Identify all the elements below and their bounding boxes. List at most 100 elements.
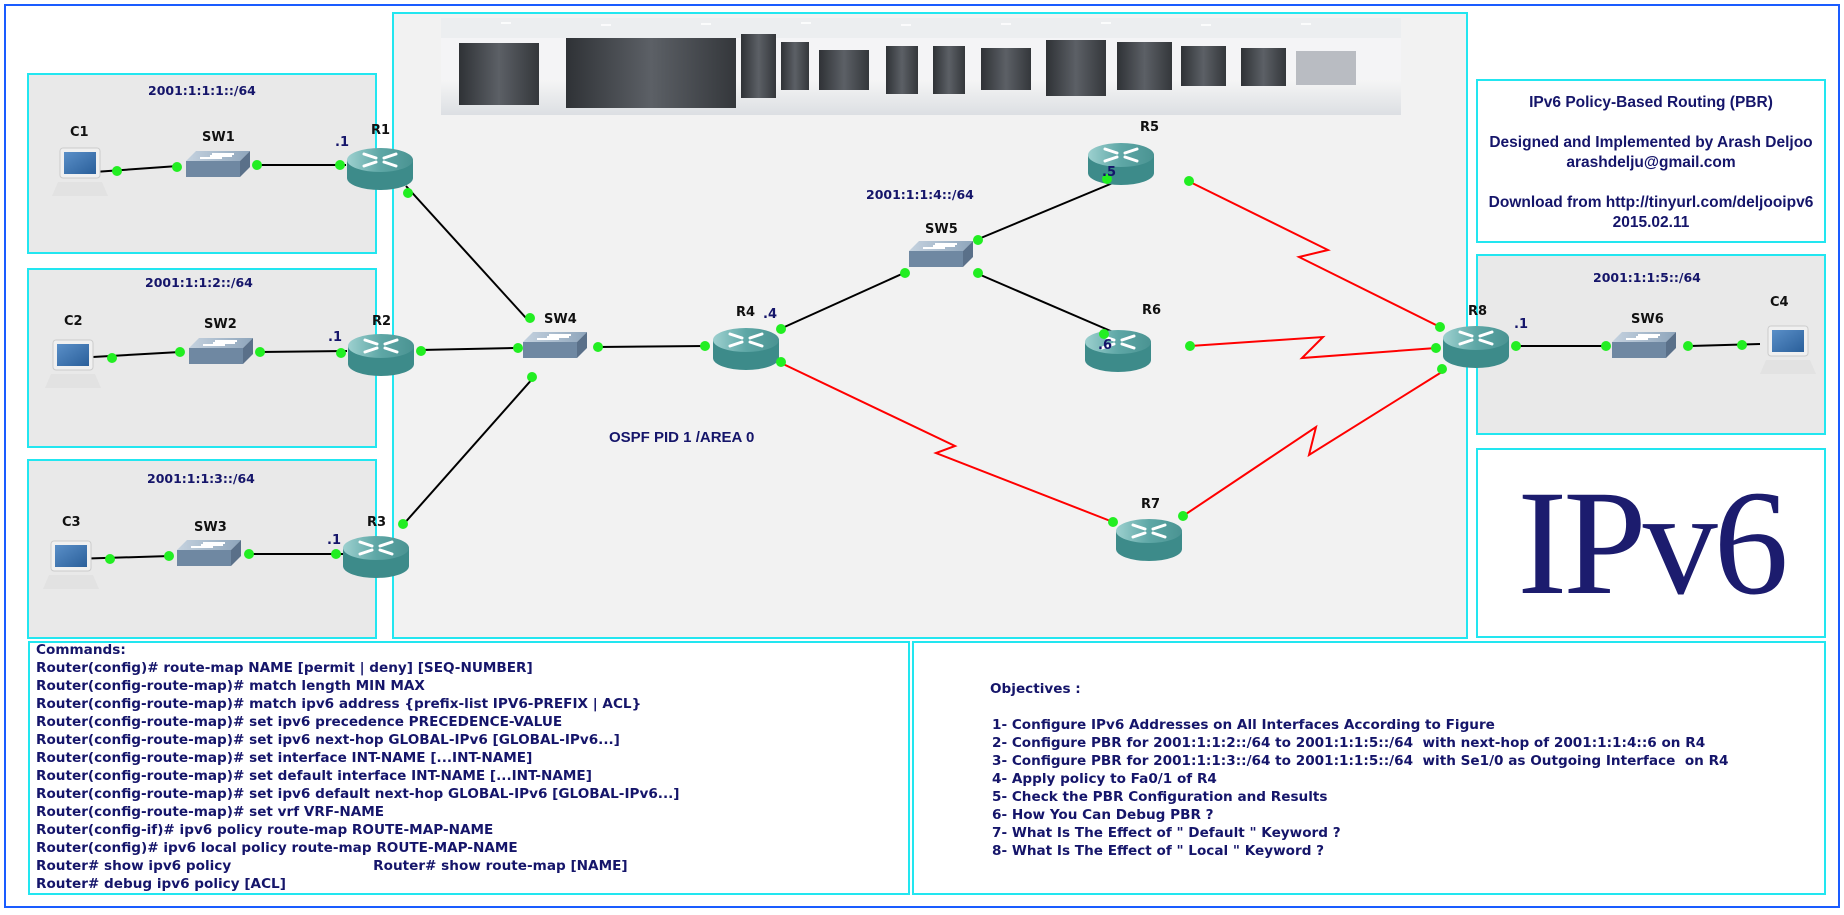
label-sw5: SW5 <box>925 222 958 237</box>
label-sw1: SW1 <box>202 130 235 145</box>
serial-links <box>780 180 1446 523</box>
label-r6: R6 <box>1142 303 1161 318</box>
link-r1-sw4 <box>405 185 527 319</box>
objective-item: 4- Apply policy to Fa0/1 of R4 <box>992 771 1217 787</box>
ethernet-links <box>71 164 1761 560</box>
link-sw6-c4 <box>1689 343 1761 347</box>
serial-r4-r7 <box>780 362 1114 523</box>
core-panel <box>392 12 1468 639</box>
objective-item: 7- What Is The Effect of " Default " Key… <box>992 825 1341 841</box>
addr-r3: .1 <box>327 533 341 548</box>
addr-r5: .5 <box>1102 165 1116 180</box>
router-r7-icon[interactable] <box>1114 517 1184 563</box>
router-r1-icon[interactable] <box>345 146 415 192</box>
link-r3-sw4 <box>401 376 535 527</box>
switch-sw1-icon[interactable] <box>185 150 251 178</box>
serial-r7-r8 <box>1182 369 1446 517</box>
switch-sw2-icon[interactable] <box>188 337 254 365</box>
pc-c4-icon[interactable] <box>1759 325 1817 375</box>
router-r3-icon[interactable] <box>341 534 411 580</box>
objectives-panel-frame <box>912 641 1826 895</box>
author-email: arashdelju@gmail.com <box>1566 154 1736 171</box>
label-r2: R2 <box>372 314 391 329</box>
diagram-frame <box>4 4 1840 908</box>
command-line: Router# debug ipv6 policy [ACL] <box>36 876 286 892</box>
label-r4: R4 <box>736 305 755 320</box>
objectives-list: 1- Configure IPv6 Addresses on All Inter… <box>992 716 1729 860</box>
command-line: Router(config-if)# ipv6 policy route-map… <box>36 822 494 838</box>
command-line: Router(config)# ipv6 local policy route-… <box>36 840 518 856</box>
objective-item: 1- Configure IPv6 Addresses on All Inter… <box>992 717 1495 733</box>
serial-r5-r8 <box>1187 180 1441 328</box>
objective-item: 2- Configure PBR for 2001:1:1:2::/64 to … <box>992 735 1706 751</box>
subnet-label-transit: 2001:1:1:4::/64 <box>866 187 974 202</box>
label-c4: C4 <box>1770 295 1789 310</box>
subnet-label-lan3: 2001:1:1:3::/64 <box>147 471 255 486</box>
addr-r1: .1 <box>335 135 349 150</box>
objective-item: 5- Check the PBR Configuration and Resul… <box>992 789 1328 805</box>
command-line: Router(config-route-map)# match length M… <box>36 678 425 694</box>
commands-heading: Commands: <box>36 642 126 658</box>
label-c1: C1 <box>70 125 89 140</box>
router-r4-icon[interactable] <box>711 326 781 372</box>
router-r6-icon[interactable] <box>1083 328 1153 374</box>
label-sw4: SW4 <box>544 312 577 327</box>
title-panel: IPv6 Policy-Based Routing (PBR) Designed… <box>1476 79 1826 243</box>
objective-item: 8- What Is The Effect of " Local " Keywo… <box>992 843 1325 859</box>
commands-panel-frame <box>28 641 910 895</box>
label-r5: R5 <box>1140 120 1159 135</box>
link-r2-sw4 <box>419 347 515 351</box>
objective-item: 3- Configure PBR for 2001:1:1:3::/64 to … <box>992 753 1729 769</box>
command-line: Router# show ipv6 policy Router# show ro… <box>36 858 628 874</box>
ospf-area-label: OSPF PID 1 /AREA 0 <box>609 429 754 446</box>
command-line: Router(config-route-map)# set ipv6 next-… <box>36 732 620 748</box>
objective-item: 6- How You Can Debug PBR ? <box>992 807 1214 823</box>
link-sw5-r6 <box>975 272 1114 333</box>
author-line: Designed and Implemented by Arash Deljoo <box>1489 134 1813 151</box>
objectives-heading: Objectives : <box>990 681 1081 697</box>
addr-r8: .1 <box>1514 317 1528 332</box>
addr-r6: .6 <box>1098 338 1112 353</box>
router-r5-icon[interactable] <box>1086 141 1156 187</box>
router-r2-icon[interactable] <box>346 332 416 378</box>
datacenter-banner-image <box>441 18 1401 115</box>
switch-sw3-icon[interactable] <box>176 539 242 567</box>
router-r8-icon[interactable] <box>1441 324 1511 370</box>
serial-r6-r8 <box>1189 335 1437 360</box>
label-r8: R8 <box>1468 304 1487 319</box>
label-r1: R1 <box>371 123 390 138</box>
lab-date: 2015.02.11 <box>1612 214 1690 231</box>
pc-c1-icon[interactable] <box>51 147 109 197</box>
label-r7: R7 <box>1141 497 1160 512</box>
ipv6-logo: IPv6 <box>1476 448 1826 638</box>
command-line: Router(config-route-map)# match ipv6 add… <box>36 696 642 712</box>
command-line: Router(config-route-map)# set ipv6 prece… <box>36 714 563 730</box>
subnet-label-lan5: 2001:1:1:5::/64 <box>1593 270 1701 285</box>
lab-title: IPv6 Policy-Based Routing (PBR) <box>1529 94 1773 111</box>
link-sw5-r5 <box>975 179 1121 241</box>
link-sw4-r4 <box>597 345 707 348</box>
subnet-label-lan1: 2001:1:1:1::/64 <box>148 83 256 98</box>
command-line: Router(config-route-map)# set ipv6 defau… <box>36 786 680 802</box>
ipv6-logo-text: IPv6 <box>1517 460 1788 626</box>
pc-c3-icon[interactable] <box>42 540 100 590</box>
switch-sw4-icon[interactable] <box>522 331 588 359</box>
link-sw2-r2 <box>259 350 348 353</box>
logo-panel-frame <box>1476 448 1826 638</box>
commands-panel: Commands: Router(config)# route-map NAME… <box>28 641 910 895</box>
label-sw2: SW2 <box>204 317 237 332</box>
command-line: Router(config)# route-map NAME [permit |… <box>36 660 533 676</box>
network-topology: 2001:1:1:1::/64 2001:1:1:2::/64 2001:1:1… <box>42 83 1817 590</box>
label-sw3: SW3 <box>194 520 227 535</box>
port-indicators <box>105 160 1747 564</box>
addr-r4: .4 <box>763 307 777 322</box>
switch-sw5-icon[interactable] <box>908 240 974 268</box>
pc-c2-icon[interactable] <box>44 339 102 389</box>
addr-r2: .1 <box>328 330 342 345</box>
objectives-panel: Objectives : 1- Configure IPv6 Addresses… <box>912 641 1826 895</box>
label-c3: C3 <box>62 515 81 530</box>
label-sw6: SW6 <box>1631 312 1664 327</box>
command-line: Router(config-route-map)# set default in… <box>36 768 592 784</box>
switch-sw6-icon[interactable] <box>1611 331 1677 359</box>
download-link[interactable]: Download from http://tinyurl.com/deljooi… <box>1488 194 1814 211</box>
